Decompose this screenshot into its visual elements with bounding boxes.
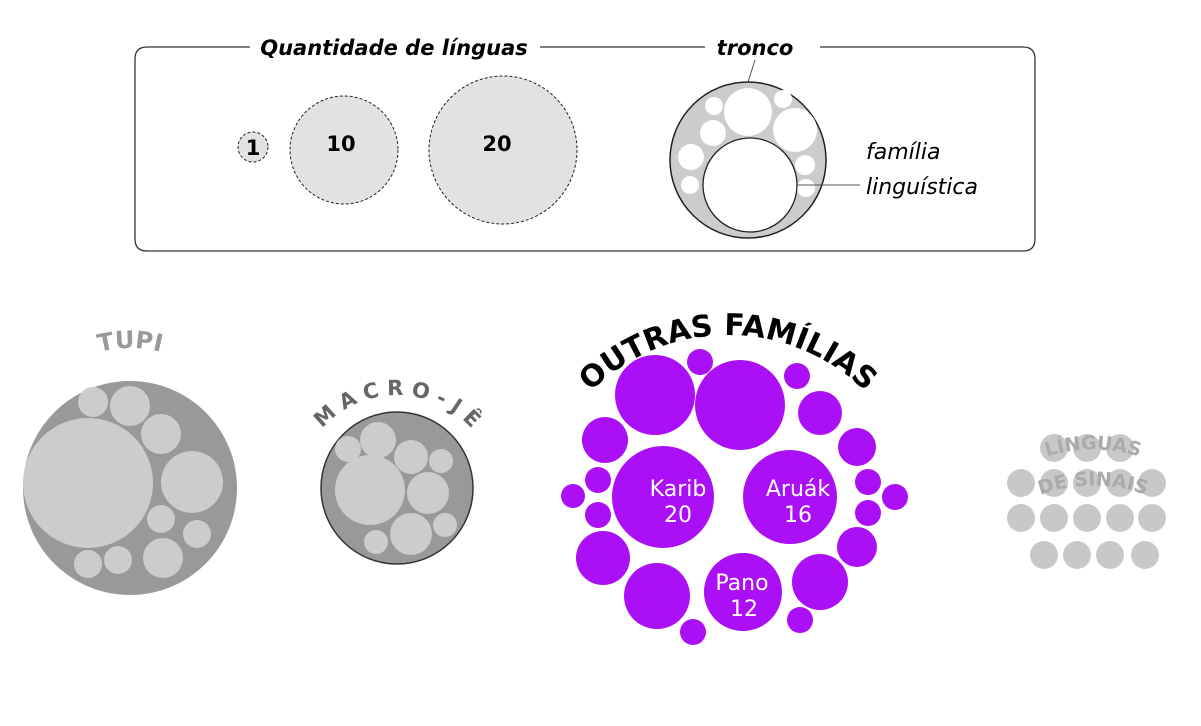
family-pano: [702, 551, 784, 633]
other-families: [561, 349, 908, 645]
family-pano-count: 12: [730, 597, 758, 622]
legend-tronco-circle: [669, 81, 827, 239]
legend-value-1: 1: [246, 136, 261, 160]
legend-tronco-title: tronco: [717, 36, 794, 60]
legend-family-label-1: família: [866, 140, 940, 165]
family-aruak-count: 16: [784, 503, 812, 528]
family-pano-name: Pano: [715, 571, 768, 596]
sign-languages: [1007, 434, 1166, 569]
legend-frame: [134, 46, 1036, 252]
legend-value-20: 20: [482, 132, 511, 156]
legend-value-10: 10: [326, 132, 355, 156]
tupi-label: TUPI: [95, 326, 166, 358]
text-layer: Quantidade de línguas tronco 1 10 20 fam…: [95, 36, 1151, 622]
legend-circle-1: [237, 131, 269, 163]
macro-je-trunk: [320, 411, 474, 565]
legend-size-title: Quantidade de línguas: [260, 36, 528, 60]
tronco-leader-line: [747, 59, 756, 83]
family-karib: [610, 444, 716, 550]
legend-circle-20: [428, 75, 578, 225]
family-karib-name: Karib: [650, 477, 707, 502]
family-karib-count: 20: [664, 503, 692, 528]
legend: [134, 46, 1036, 252]
legend-circle-10: [289, 95, 399, 205]
legend-family-label-2: linguística: [866, 175, 978, 200]
family-aruak-name: Aruák: [766, 477, 831, 502]
family-aruak: [741, 448, 839, 546]
tupi-trunk: [23, 381, 237, 595]
